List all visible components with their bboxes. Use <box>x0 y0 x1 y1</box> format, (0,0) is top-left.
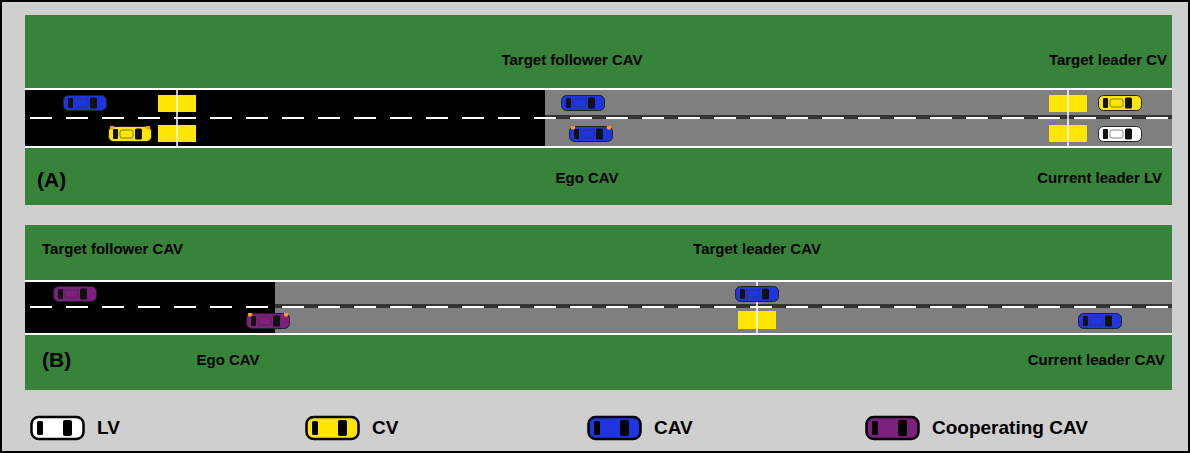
label-holder: Ego CAV <box>196 351 259 369</box>
road-edge <box>25 280 1172 282</box>
legend-label: LV <box>97 417 120 438</box>
cav-car <box>1079 314 1122 329</box>
panel-letter: (A) <box>37 168 66 191</box>
cv-car <box>109 127 152 142</box>
vehicle-label: Current leader LV <box>1037 169 1162 186</box>
legend-car <box>305 415 361 441</box>
cav-car <box>736 287 779 302</box>
label-holder: (B) <box>42 348 71 372</box>
label-holder: CAV <box>654 417 693 439</box>
gap-line <box>176 89 178 147</box>
car-body <box>589 417 641 439</box>
legend-label: CAV <box>654 417 693 438</box>
vehicle-label: Target leader CV <box>1049 51 1167 68</box>
legend-car <box>587 415 643 441</box>
label-holder: Current leader LV <box>1037 169 1162 187</box>
car-body <box>867 417 919 439</box>
car-window <box>338 420 347 436</box>
car-body <box>32 417 84 439</box>
road-edge <box>25 88 1172 90</box>
label-holder: LV <box>97 417 120 439</box>
label-holder: Target leader CV <box>1049 51 1167 69</box>
ego-car <box>570 127 613 142</box>
turn-indicator <box>571 125 611 129</box>
label-holder: Target follower CAV <box>501 51 642 69</box>
cooperating-car <box>54 287 97 302</box>
legend-car <box>865 415 921 441</box>
vehicle-label: Target leader CAV <box>693 240 821 257</box>
label-holder: Ego CAV <box>555 169 618 187</box>
gap-line <box>1067 89 1069 147</box>
legend-car <box>30 415 86 441</box>
lv-car <box>1099 127 1142 142</box>
car-window <box>872 421 878 435</box>
car-window <box>312 421 318 435</box>
lane-divider <box>30 117 1172 119</box>
car-body <box>307 417 359 439</box>
ego-car <box>247 314 290 329</box>
cav-car <box>64 96 107 111</box>
vehicle-label: Ego CAV <box>196 351 259 368</box>
label-holder: (A) <box>37 168 66 192</box>
vehicle-label: Current leader CAV <box>1028 351 1165 368</box>
label-holder: Cooperating CAV <box>932 417 1088 439</box>
panel-letter: (B) <box>42 348 71 371</box>
cv-car <box>1099 96 1142 111</box>
turn-indicator <box>110 125 150 129</box>
road-edge <box>25 146 1172 148</box>
vehicle-label: Target follower CAV <box>501 51 642 68</box>
label-holder: Current leader CAV <box>1028 351 1165 369</box>
lane-divider <box>30 306 1172 308</box>
legend-label: CV <box>372 417 398 438</box>
cav-car <box>562 96 605 111</box>
vehicle-label: Target follower CAV <box>42 240 183 257</box>
car-window <box>37 421 43 435</box>
label-holder: CV <box>372 417 398 439</box>
legend-label: Cooperating CAV <box>932 417 1088 438</box>
label-holder: Target follower CAV <box>42 240 183 258</box>
car-window <box>63 420 72 436</box>
car-window <box>594 421 600 435</box>
car-window <box>898 420 907 436</box>
vehicle-label: Ego CAV <box>555 169 618 186</box>
road-edge <box>25 333 1172 335</box>
turn-indicator <box>248 312 288 316</box>
car-window <box>620 420 629 436</box>
label-holder: Target leader CAV <box>693 240 821 258</box>
